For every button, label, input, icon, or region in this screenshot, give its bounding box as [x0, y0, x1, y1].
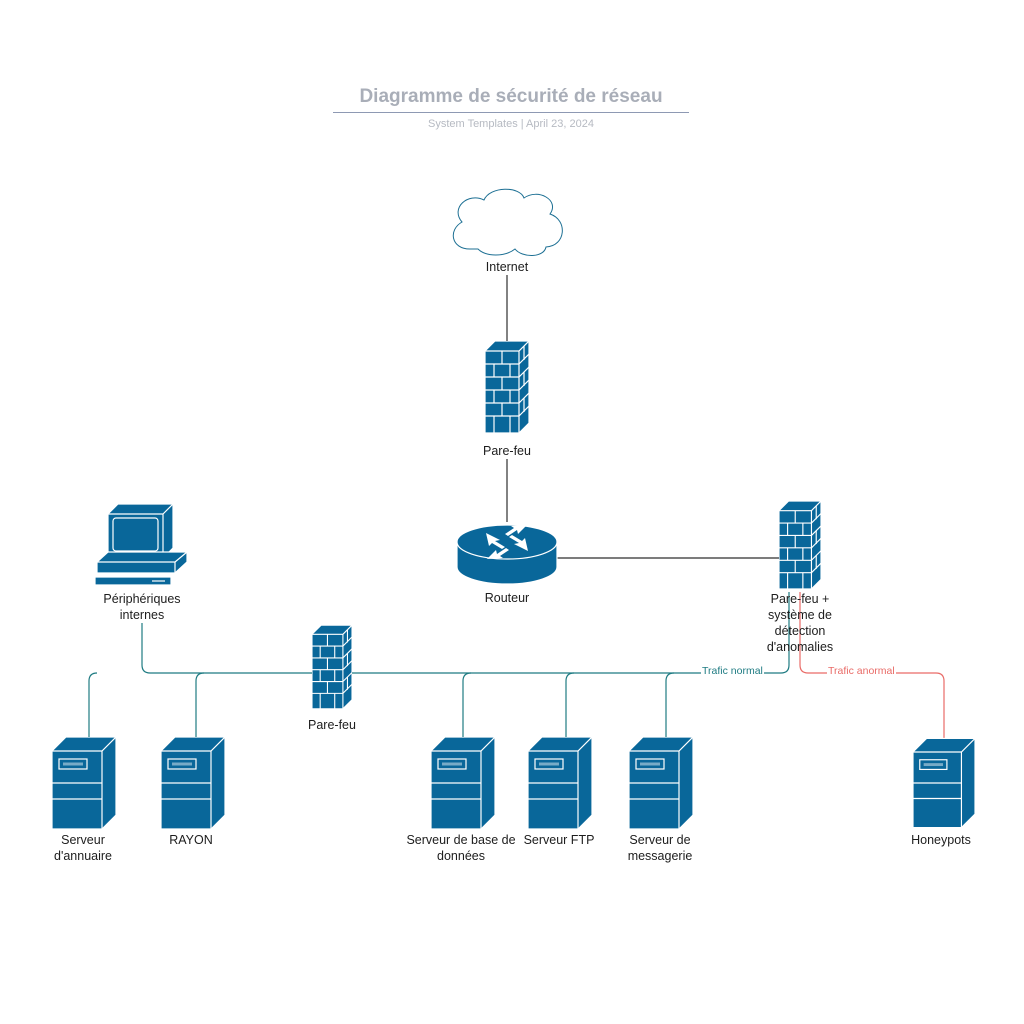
ftp-server-label: Serveur FTP [516, 832, 602, 848]
link-radius-server [195, 672, 205, 742]
mail-server-label: Serveur de messagerie [615, 832, 705, 864]
database-server-label: Serveur de base de données [406, 832, 516, 864]
diagram-subtitle: System Templates | April 23, 2024 [428, 118, 594, 130]
radius-server-label: RAYON [156, 832, 226, 848]
firewall-icon [312, 624, 352, 710]
firewall-top-label: Pare-feu [467, 443, 547, 459]
honeypots-label: Honeypots [898, 832, 984, 848]
server-icon [161, 737, 225, 829]
link-directory-server [88, 672, 98, 742]
firewall-icon [485, 341, 529, 433]
firewall-icon [779, 500, 821, 590]
link-database-server [462, 672, 472, 742]
link-normal-traffic [141, 592, 790, 674]
router-label: Routeur [467, 590, 547, 606]
internal-devices-label: Périphériques internes [94, 591, 190, 623]
firewall-lan-label: Pare-feu [308, 718, 356, 732]
link-ftp-server [565, 672, 575, 742]
internet-label: Internet [472, 259, 542, 275]
router-icon [456, 524, 558, 585]
cloud-icon [452, 188, 563, 256]
computer-icon [94, 503, 188, 586]
server-icon [528, 737, 592, 829]
title-divider [333, 112, 689, 113]
abnormal-traffic-label: Trafic anormal [827, 665, 896, 677]
directory-server-label: Serveur d'annuaire [44, 832, 122, 864]
server-icon [913, 737, 975, 829]
server-icon [629, 737, 693, 829]
server-icon [431, 737, 495, 829]
firewall-ids-label: Pare-feu + système de détection d'anomal… [766, 592, 834, 654]
server-icon [52, 737, 116, 829]
normal-traffic-label: Trafic normal [701, 665, 764, 677]
link-mail-server [665, 672, 675, 742]
diagram-title: Diagramme de sécurité de réseau [359, 86, 663, 107]
